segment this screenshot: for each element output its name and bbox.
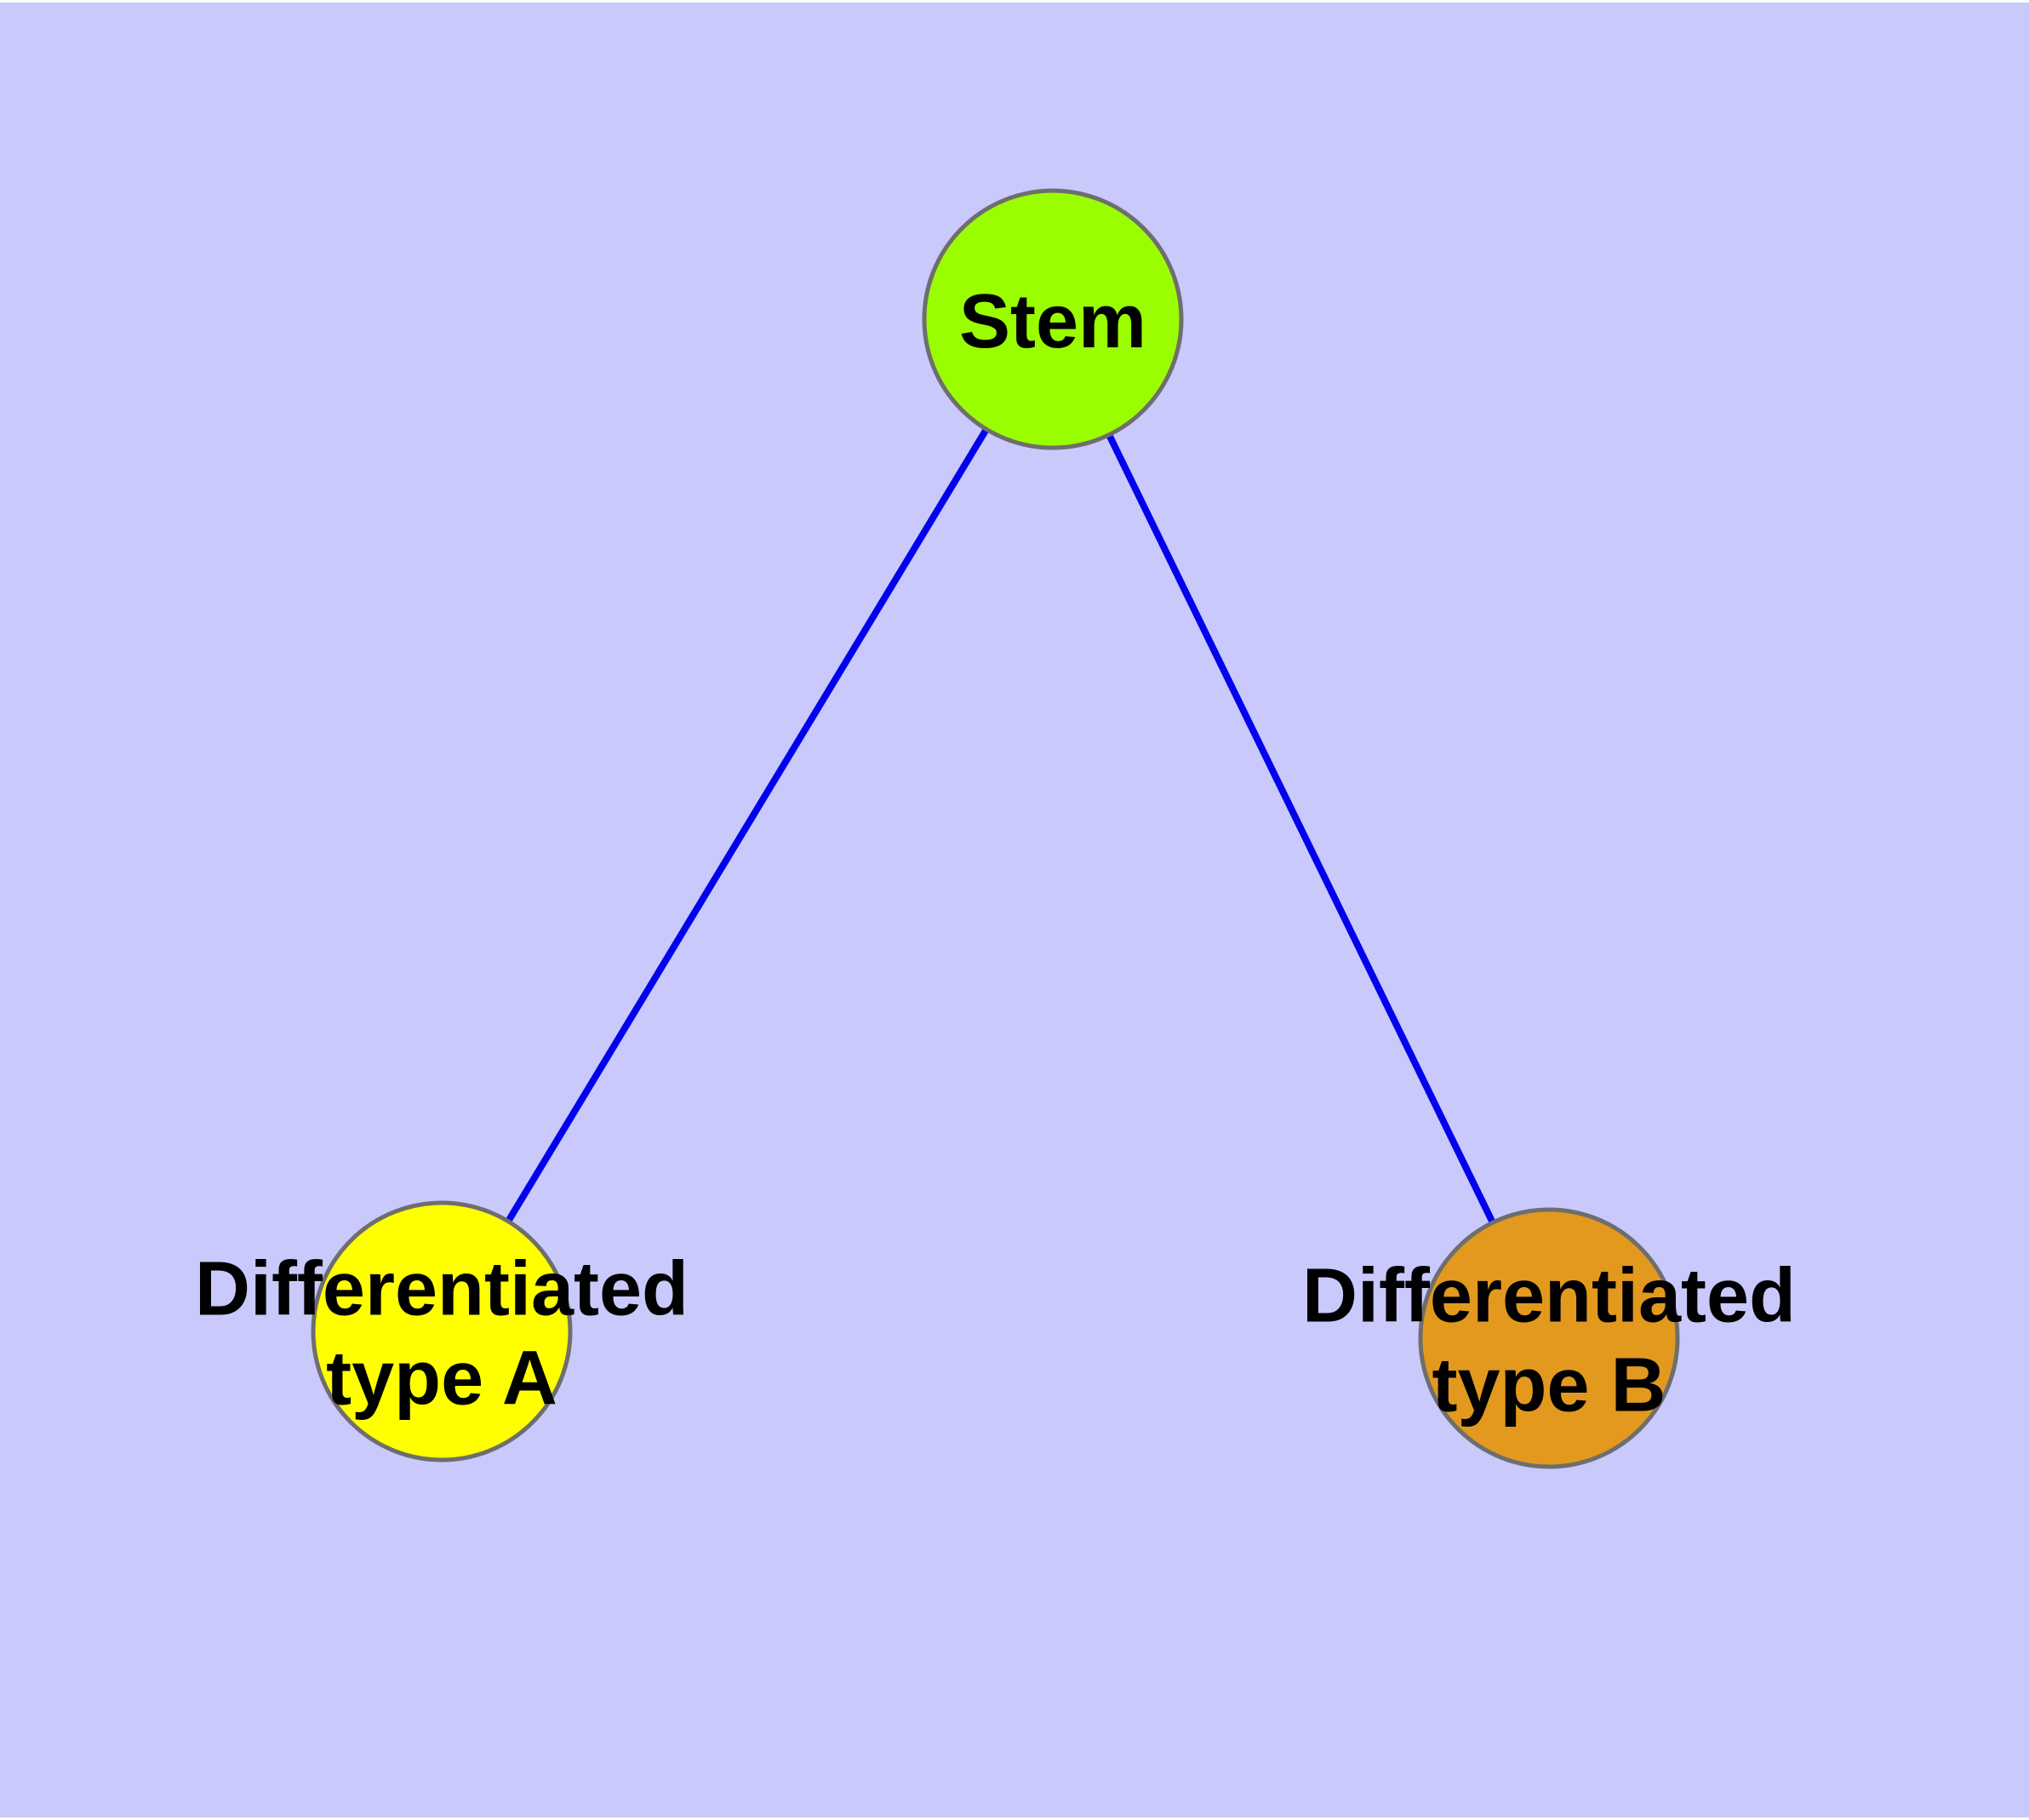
node-circle-stem — [922, 188, 1184, 450]
edge-stem-to-a — [438, 317, 1056, 1334]
node-circle-diff-type-a — [311, 1200, 573, 1462]
node-circle-diff-type-b — [1418, 1207, 1680, 1469]
edge-stem-to-b — [1049, 318, 1552, 1340]
node-label-stem: Stem — [959, 279, 1146, 364]
